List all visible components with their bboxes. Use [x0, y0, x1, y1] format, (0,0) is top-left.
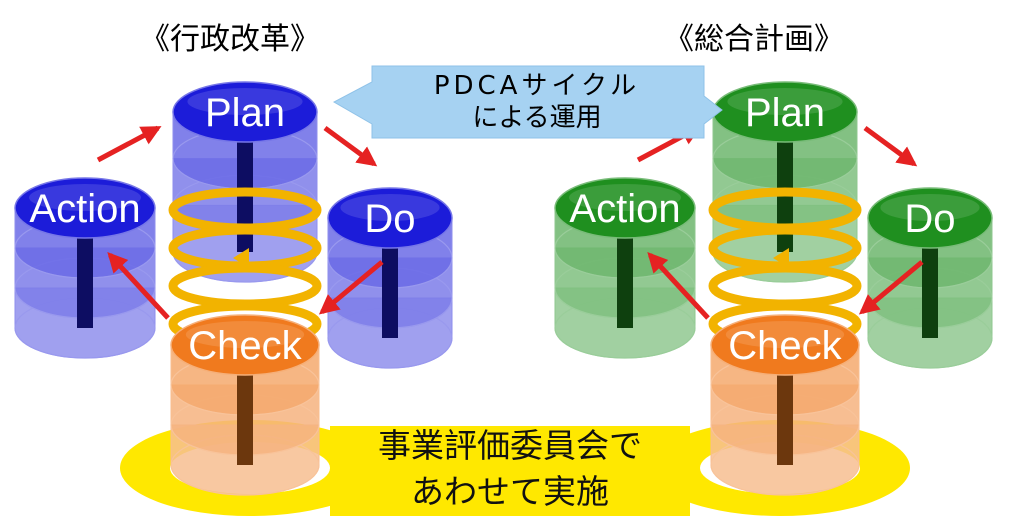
left-plan-stage-label: Plan: [205, 91, 285, 135]
right-arrow-plan-to-do: [863, 125, 918, 167]
left-action-stage-label: Action: [29, 187, 140, 231]
right-do-stage: Do: [867, 187, 993, 369]
left-action-stage: Action: [14, 177, 156, 359]
left-arrow-check-to-action: [107, 252, 170, 320]
callout-line-1: PDCAサイクル: [433, 71, 641, 101]
left-do-stage: Do: [327, 187, 453, 369]
left-arrow-do-to-check: [318, 260, 384, 315]
pdca-callout: [332, 65, 723, 139]
right-do-stage-label: Do: [904, 197, 955, 241]
title-right: 《総合計画》: [664, 22, 844, 57]
shared-note-line-1: 事業評価委員会で: [378, 426, 642, 465]
right-arrow-check-to-action: [647, 252, 710, 320]
left-check-stage: Check: [170, 314, 320, 496]
shared-note: 事業評価委員会で あわせて実施: [330, 423, 690, 515]
shared-note-line-2: あわせて実施: [411, 472, 609, 511]
right-action-stage-label: Action: [569, 187, 680, 231]
left-arrow-action-to-plan: [96, 125, 162, 163]
left-arrow-plan-to-do: [323, 125, 378, 167]
right-plan-stage-label: Plan: [745, 91, 825, 135]
left-check-stage-label: Check: [188, 324, 302, 368]
right-arrow-do-to-check: [858, 260, 924, 315]
callout-line-2: による運用: [472, 103, 602, 133]
right-check-stage: Check: [710, 314, 860, 496]
title-left: 《行政改革》: [140, 22, 320, 57]
right-check-stage-label: Check: [728, 324, 842, 368]
right-action-stage: Action: [554, 177, 696, 359]
left-do-stage-label: Do: [364, 197, 415, 241]
callout-text: PDCAサイクル による運用: [372, 70, 702, 134]
